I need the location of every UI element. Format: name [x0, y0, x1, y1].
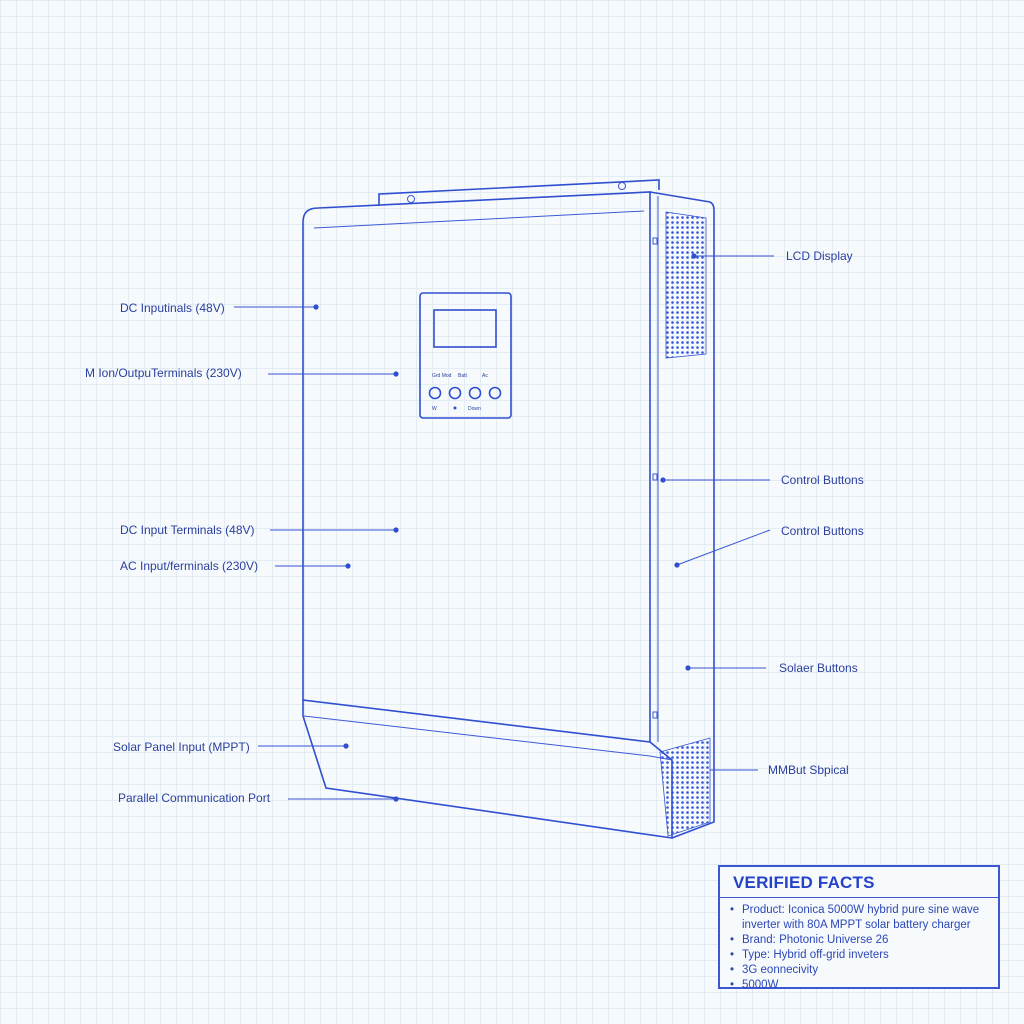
fact-text: 5000W	[742, 979, 779, 991]
callout-label: Solar Panel Input (MPPT)	[113, 740, 250, 754]
panel-button-label: Batt	[458, 373, 468, 379]
callout-label: Control Buttons	[781, 524, 864, 538]
side-vent-top	[665, 211, 707, 359]
callout-lcd-display: LCD Display	[691, 249, 853, 263]
panel-bottom-label: Down	[468, 406, 481, 412]
callout-control-buttons-2: Control Buttons	[674, 524, 864, 568]
fact-text: Product: Iconica 5000W hybrid pure sine …	[742, 904, 980, 916]
fact-text: 3G eonnecivity	[742, 964, 819, 976]
facts-title: VERIFIED FACTS	[720, 867, 998, 898]
panel-button[interactable]	[448, 386, 462, 400]
callout-solar-panel-input: Solar Panel Input (MPPT)	[113, 740, 349, 754]
callout-mmbut-spical: MMBut Sbpical	[710, 763, 849, 777]
fact-text: Type: Hybrid off-grid inveters	[742, 949, 889, 961]
panel-indicator	[453, 406, 457, 410]
inverter-body	[302, 191, 715, 839]
mounting-bracket	[378, 179, 660, 206]
callout-label: DC Input Terminals (48V)	[120, 523, 255, 537]
callout-label: LCD Display	[786, 249, 853, 263]
callout-parallel-comm-port: Parallel Communication Port	[118, 791, 399, 805]
callout-label: Solaer Buttons	[779, 661, 858, 675]
side-vent-bottom	[659, 737, 711, 837]
facts-list: Product: Iconica 5000W hybrid pure sine …	[720, 903, 998, 993]
callout-label: AC Input/ferminals (230V)	[120, 559, 258, 573]
fact-item: Brand: Photonic Universe 26	[730, 933, 998, 948]
panel-bottom-label: W	[432, 406, 437, 412]
control-panel: Grd Mod Batt Ac W Down	[419, 292, 512, 419]
callout-dc-input-terminals: DC Input Terminals (48V)	[120, 523, 399, 537]
callout-dc-terminals-48v: DC Inputinals (48V)	[120, 301, 319, 315]
panel-power-button[interactable]	[428, 386, 442, 400]
panel-button[interactable]	[468, 386, 482, 400]
panel-button[interactable]	[488, 386, 502, 400]
verified-facts-box: VERIFIED FACTS Product: Iconica 5000W hy…	[718, 865, 1000, 993]
fact-item: Product: Iconica 5000W hybrid pure sine …	[730, 903, 998, 933]
fact-text-continued: inverter with 80A MPPT solar battery cha…	[742, 919, 971, 931]
callout-label: M Ion/OutpuTerminals (230V)	[85, 366, 242, 380]
lcd-screen	[433, 309, 497, 348]
fact-item: Type: Hybrid off-grid inveters	[730, 948, 998, 963]
callout-control-buttons-1: Control Buttons	[660, 473, 864, 487]
callout-ac-output-terminals: M Ion/OutpuTerminals (230V)	[85, 366, 399, 380]
callout-label: MMBut Sbpical	[768, 763, 849, 777]
fact-text: Brand: Photonic Universe 26	[742, 934, 889, 946]
callout-label: DC Inputinals (48V)	[120, 301, 225, 315]
fact-item: 3G eonnecivity	[730, 963, 998, 978]
panel-button-label: Ac	[482, 373, 488, 379]
panel-button-label: Grd Mod	[432, 373, 452, 379]
fact-item: 5000W	[730, 978, 998, 993]
callout-label: Parallel Communication Port	[118, 791, 271, 805]
callout-label: Control Buttons	[781, 473, 864, 487]
callout-solar-buttons: Solaer Buttons	[685, 661, 858, 675]
callout-ac-input-terminals: AC Input/ferminals (230V)	[120, 559, 351, 573]
